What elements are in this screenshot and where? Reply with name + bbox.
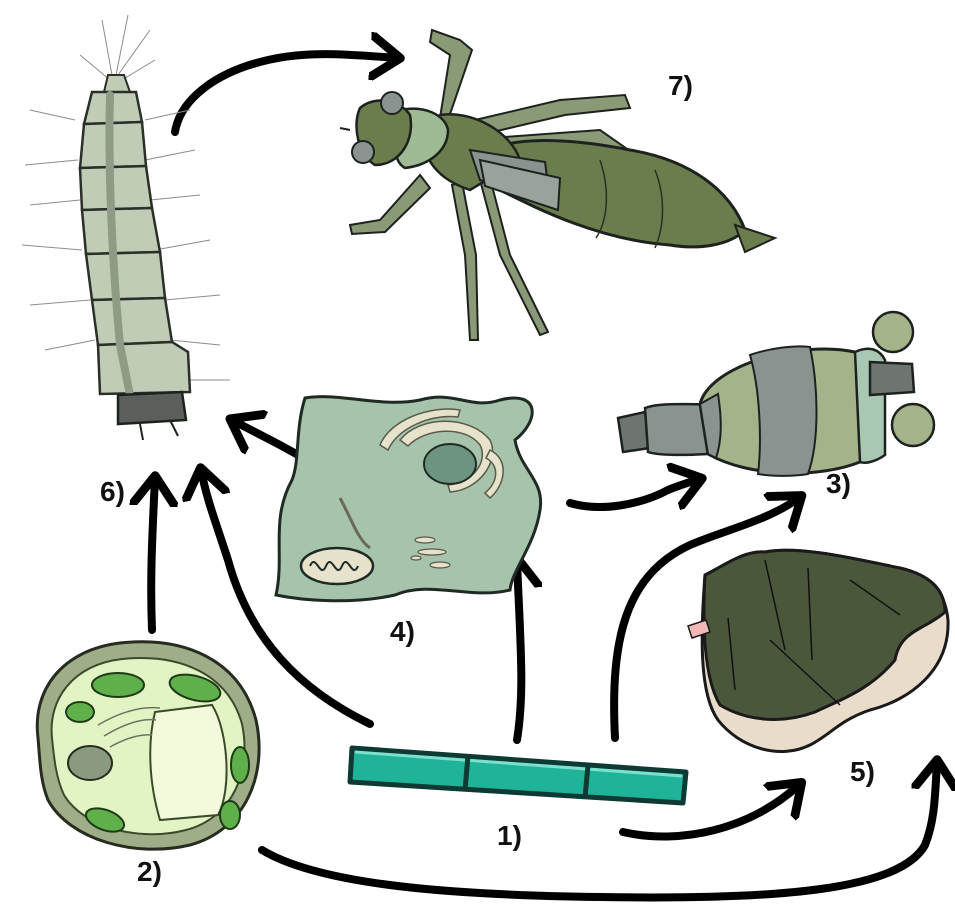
label-5: 5) [850,758,875,786]
label-6: 6) [100,478,125,506]
arrow-1-to-4 [517,560,521,740]
cyanobacterium-filament [350,748,686,803]
label-1: 1) [497,822,522,850]
arrow-4-to-3 [570,479,700,507]
plant-cell [37,642,259,849]
larva [22,15,230,440]
mitochondrion [301,548,373,584]
label-2: 2) [137,858,162,886]
label-7: 7) [668,72,693,100]
animal-cell [276,397,541,601]
label-4: 4) [390,618,415,646]
arrow-4-to-6 [232,420,303,458]
dragonfly-nymph [340,30,775,340]
segmented-creature [618,312,934,476]
label-3: 3) [826,470,851,498]
disc-organism [688,550,948,751]
arrow-2-to-6 [151,478,155,630]
